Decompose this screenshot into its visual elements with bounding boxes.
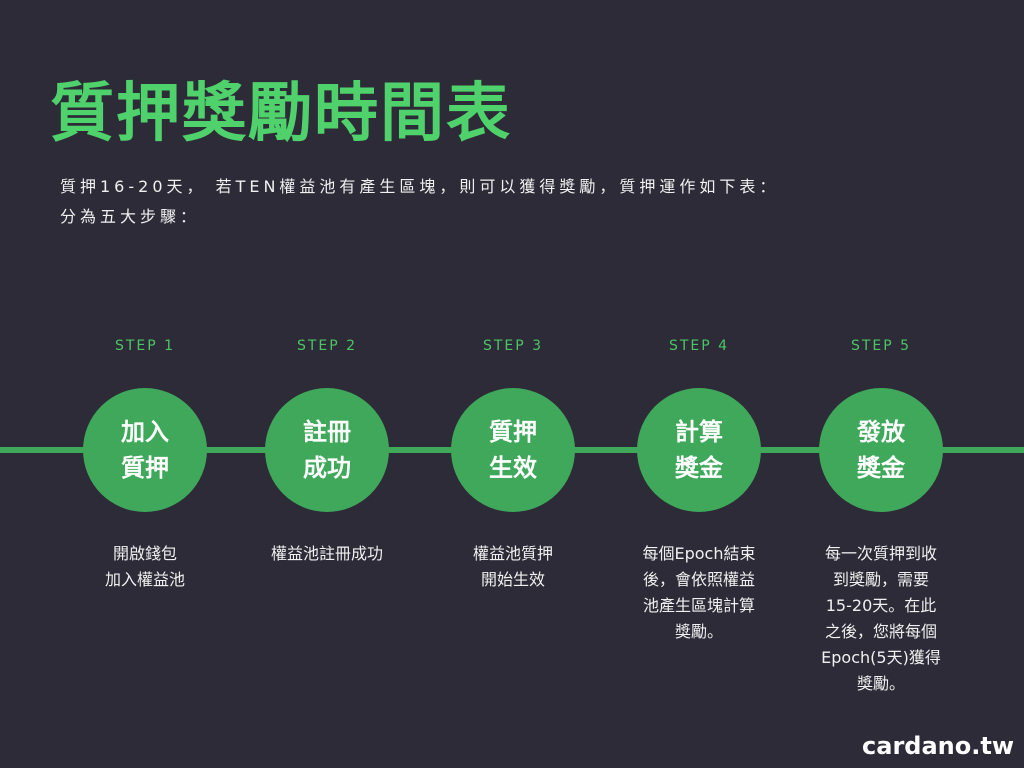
step-description-line: 開啟錢包 [112, 544, 177, 563]
step-description: 權益池註冊成功 [237, 541, 417, 567]
step-label: STEP 1 [114, 338, 176, 354]
step-description-line: 之後，您將每個 [824, 622, 937, 641]
step-circle-text: 質押 [121, 454, 169, 482]
step-circle-text: 獎金 [675, 454, 723, 482]
step-circle-text: 加入 [121, 418, 169, 446]
step-description: 開啟錢包加入權益池 [55, 541, 235, 593]
step-description-line: 每個Epoch結束 [642, 544, 756, 563]
step-circle: 註冊成功 [265, 388, 389, 512]
step-description-line: 加入權益池 [104, 570, 185, 589]
intro-line: 分為五大步驟： [60, 207, 201, 226]
step-description-line: 獎勵。 [674, 622, 723, 641]
step-label: STEP 4 [668, 338, 730, 354]
step-description-line: 開始生效 [480, 570, 545, 589]
step-circle: 計算獎金 [637, 388, 761, 512]
step-circle-text: 生效 [489, 454, 537, 482]
step-label: STEP 5 [850, 338, 912, 354]
step-circle-text: 成功 [303, 454, 351, 482]
step-description-line: 權益池註冊成功 [270, 544, 383, 563]
step-circle-text: 獎金 [857, 454, 905, 482]
step-description-line: 到獎勵，需要 [832, 570, 929, 589]
step-circle-text: 發放 [857, 418, 905, 446]
step-circle: 質押生效 [451, 388, 575, 512]
step-description: 每一次質押到收到獎勵，需要 15-20天。在此之後，您將每個 Epoch(5天)獲得… [791, 541, 971, 697]
step-description-line: 後，會依照權益 [642, 570, 755, 589]
step-description-line: Epoch(5天)獲得 [821, 648, 941, 667]
page-title: 質押獎勵時間表 [50, 77, 512, 151]
step-label: STEP 3 [482, 338, 544, 354]
step-label: STEP 2 [296, 338, 358, 354]
step-description-line: 權益池質押 [472, 544, 553, 563]
step-circle-text: 質押 [489, 418, 537, 446]
step-description: 權益池質押開始生效 [423, 541, 603, 593]
step-description-line: 獎勵。 [856, 674, 905, 693]
brand-logo-text: cardano.tw [862, 732, 1014, 760]
step-circle: 加入質押 [83, 388, 207, 512]
step-description-line: 池產生區塊計算 [642, 596, 755, 615]
step-description-line: 每一次質押到收 [824, 544, 937, 563]
step-description-line: 15-20天。在此 [825, 596, 937, 615]
intro-line: 質押16-20天， 若TEN權益池有產生區塊，則可以獲得獎勵，質押運作如下表： [60, 177, 780, 196]
intro-text: 質押16-20天， 若TEN權益池有產生區塊，則可以獲得獎勵，質押運作如下表： … [60, 172, 779, 232]
step-circle-text: 計算 [675, 418, 723, 446]
step-description: 每個Epoch結束後，會依照權益池產生區塊計算獎勵。 [609, 541, 789, 645]
step-circle: 發放獎金 [819, 388, 943, 512]
step-circle-text: 註冊 [303, 418, 351, 446]
